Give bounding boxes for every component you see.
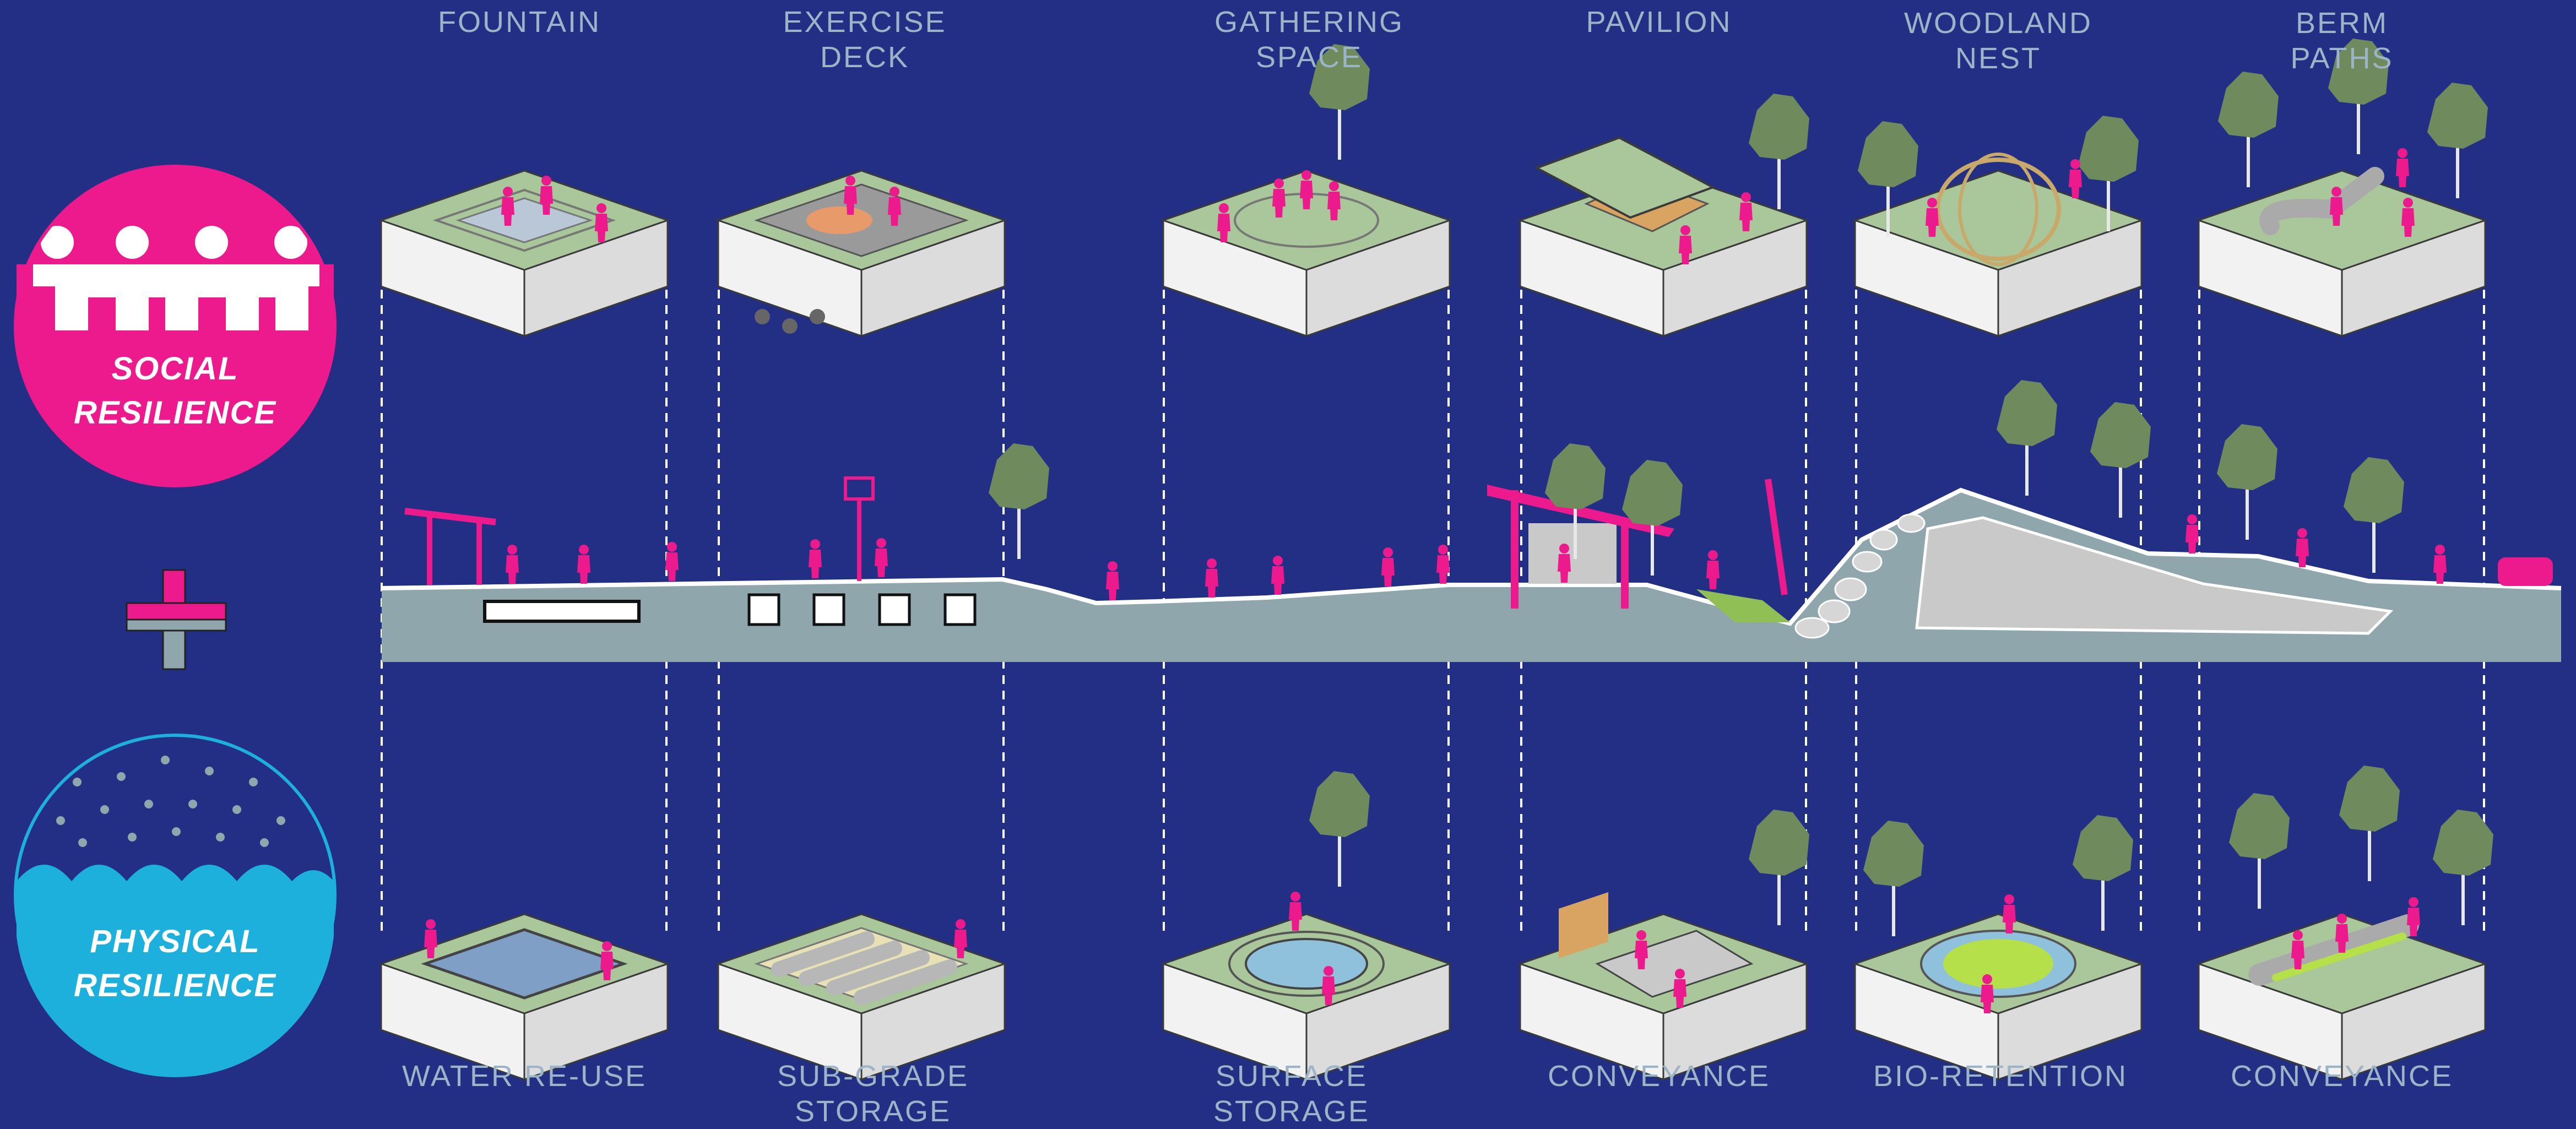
top-label-woodland-nest: WOODLAND NEST <box>1903 7 2092 75</box>
block-surface-storage-bottom <box>1162 771 1451 1081</box>
bottom-label-water-reuse: WATER RE-USE <box>402 1060 647 1093</box>
block-gathering-top <box>1162 44 1451 337</box>
block-conveyance-bottom-2 <box>2198 766 2493 1081</box>
block-pavilion-top <box>1519 94 1809 337</box>
plus-icon <box>126 569 227 670</box>
ground-section <box>381 380 2562 662</box>
bottom-label-bio-retention: BIO-RETENTION <box>1873 1060 2128 1093</box>
block-subgrade-bottom <box>717 913 1006 1081</box>
block-water-reuse-bottom <box>380 913 669 1081</box>
bottom-label-conveyance-2: CONVEYANCE <box>2230 1060 2454 1093</box>
top-label-exercise-deck: EXERCISE DECK <box>783 6 947 74</box>
guide-lines <box>381 259 2485 936</box>
social-line2: RESILIENCE <box>73 395 277 431</box>
block-woodland-top <box>1854 116 2143 337</box>
social-resilience-badge <box>14 165 337 487</box>
block-bio-retention-bottom <box>1854 815 2143 1081</box>
top-label-gathering-space: GATHERING SPACE <box>1214 6 1404 74</box>
block-conveyance-bottom-1 <box>1519 810 1809 1081</box>
physical-line1: PHYSICAL <box>90 924 261 959</box>
block-exercise-top <box>717 170 1006 337</box>
top-label-fountain: FOUNTAIN <box>438 6 601 39</box>
physical-resilience-badge <box>14 734 337 1077</box>
bottom-label-conveyance-1: CONVEYANCE <box>1547 1060 1771 1093</box>
bottom-label-sub-grade-storage: SUB-GRADE STORAGE <box>777 1060 969 1128</box>
people-chain-icon <box>33 226 319 330</box>
block-fountain-top <box>380 170 669 337</box>
social-resilience-label: SOCIAL RESILIENCE <box>15 347 335 435</box>
social-line1: SOCIAL <box>111 351 239 387</box>
block-berm-top <box>2198 39 2488 337</box>
top-label-berm-paths: BERM PATHS <box>2290 7 2394 75</box>
bottom-label-surface-storage: SURFACE STORAGE <box>1213 1060 1370 1128</box>
top-label-pavilion: PAVILION <box>1586 6 1732 39</box>
physical-line2: RESILIENCE <box>73 968 277 1003</box>
physical-resilience-label: PHYSICAL RESILIENCE <box>15 920 335 1008</box>
